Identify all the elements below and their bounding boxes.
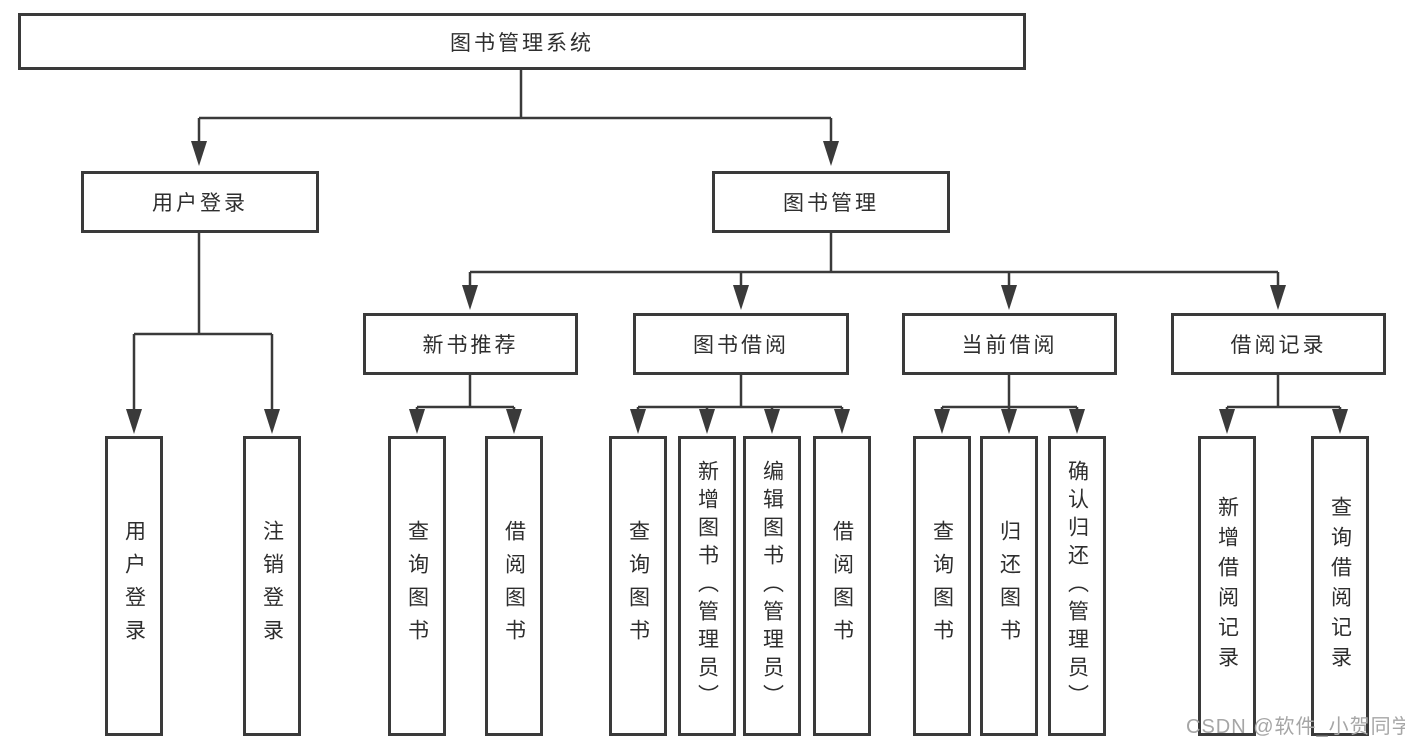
leaf-return-book: 归还图书 xyxy=(980,436,1038,736)
leaf-label: 查询图书 xyxy=(626,520,650,652)
leaf-label: 归还图书 xyxy=(997,520,1021,652)
node-library-management-system: 图书管理系统 xyxy=(18,13,1026,70)
csdn-watermark: CSDN @软件_小贺同学 xyxy=(1186,716,1405,738)
leaf-logout: 注销登录 xyxy=(243,436,301,736)
node-current-borrowing: 当前借阅 xyxy=(902,313,1117,375)
leaf-query-books-recommend: 查询图书 xyxy=(388,436,446,736)
node-book-borrowing: 图书借阅 xyxy=(633,313,849,375)
leaf-confirm-return-admin: 确认归还（管理员） xyxy=(1048,436,1106,736)
node-new-book-recommend: 新书推荐 xyxy=(363,313,578,375)
node-label: 图书借阅 xyxy=(693,334,789,357)
leaf-label: 查询图书 xyxy=(930,520,954,652)
leaf-label: 借阅图书 xyxy=(830,520,854,652)
leaf-borrow-books-borrowing: 借阅图书 xyxy=(813,436,871,736)
node-label: 借阅记录 xyxy=(1230,334,1327,357)
leaf-add-book-admin: 新增图书（管理员） xyxy=(678,436,736,736)
leaf-label: 新增借阅记录 xyxy=(1215,496,1239,676)
node-label: 图书管理系统 xyxy=(450,31,594,55)
leaf-borrow-books-recommend: 借阅图书 xyxy=(485,436,543,736)
leaf-query-borrow-record: 查询借阅记录 xyxy=(1311,436,1369,736)
node-label: 用户登录 xyxy=(152,192,248,215)
node-user-login: 用户登录 xyxy=(81,171,319,233)
leaf-label: 查询借阅记录 xyxy=(1328,496,1352,676)
leaf-add-borrow-record: 新增借阅记录 xyxy=(1198,436,1256,736)
leaf-query-books-current: 查询图书 xyxy=(913,436,971,736)
leaf-query-books-borrowing: 查询图书 xyxy=(609,436,667,736)
leaf-label: 注销登录 xyxy=(260,520,284,652)
node-label: 新书推荐 xyxy=(422,334,519,357)
leaf-edit-book-admin: 编辑图书（管理员） xyxy=(743,436,801,736)
node-book-management: 图书管理 xyxy=(712,171,950,233)
leaf-label: 编辑图书（管理员） xyxy=(760,460,784,712)
leaf-label: 确认归还（管理员） xyxy=(1065,460,1089,712)
leaf-label: 新增图书（管理员） xyxy=(695,460,719,712)
node-label: 当前借阅 xyxy=(961,334,1058,357)
leaf-label: 借阅图书 xyxy=(502,520,526,652)
node-label: 图书管理 xyxy=(783,192,879,215)
leaf-user-login: 用户登录 xyxy=(105,436,163,736)
leaf-label: 用户登录 xyxy=(122,520,146,652)
node-borrowing-records: 借阅记录 xyxy=(1171,313,1386,375)
leaf-label: 查询图书 xyxy=(405,520,429,652)
